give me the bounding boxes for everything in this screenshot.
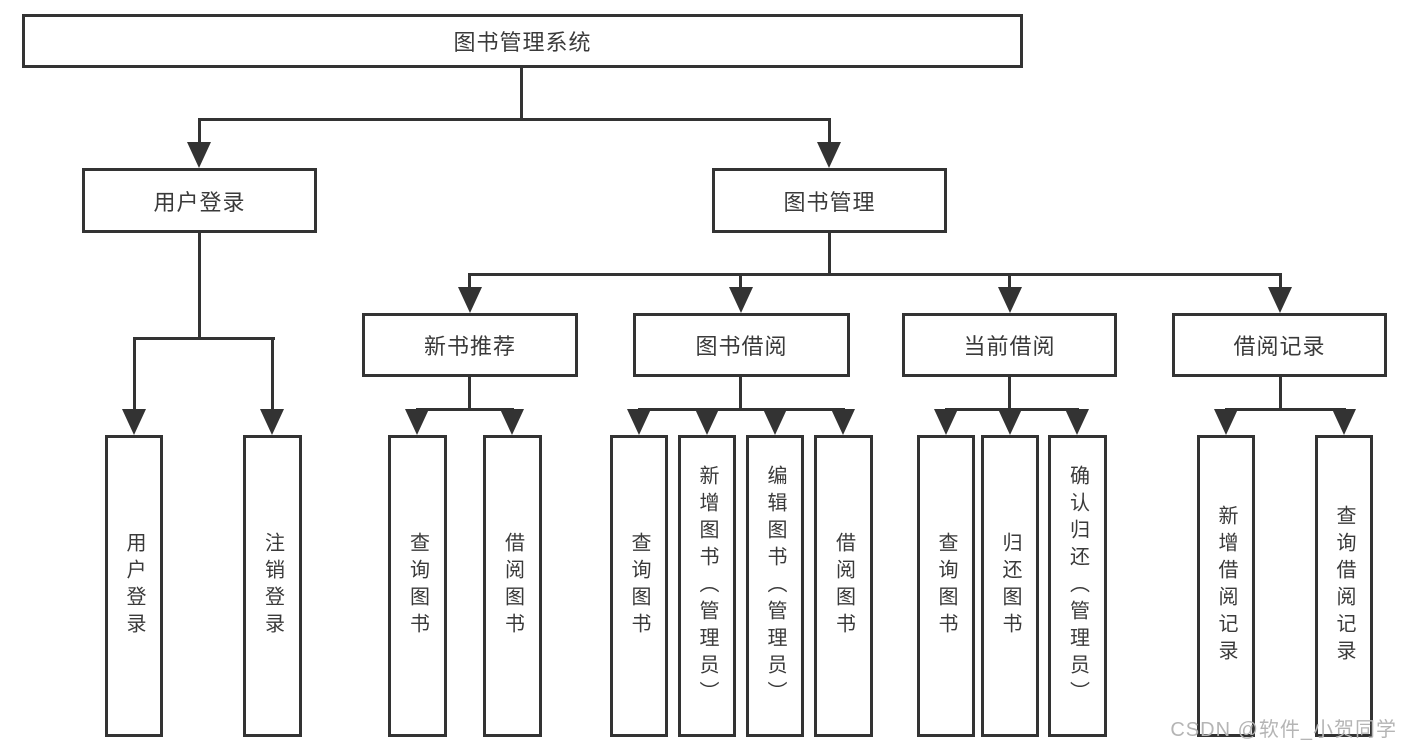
leaf-add-book-admin-label: 新增图书（管理员）: [696, 464, 718, 708]
arrow-down-icon: [934, 409, 958, 435]
node-new-book-recommend-label: 新书推荐: [423, 334, 516, 359]
leaf-query-books-current: 查询图书: [917, 435, 975, 737]
leaf-logout-label: 注销登录: [261, 532, 284, 640]
node-current-borrow-label: 当前借阅: [963, 334, 1056, 359]
connector-line: [468, 377, 471, 411]
arrow-down-icon: [1214, 409, 1238, 435]
connector-line: [271, 337, 274, 413]
node-book-management: 图书管理: [712, 168, 947, 233]
leaf-user-login-label: 用户登录: [123, 532, 145, 640]
node-root: 图书管理系统: [22, 14, 1023, 68]
arrow-down-icon: [1065, 409, 1089, 435]
leaf-edit-book-admin-label: 编辑图书（管理员）: [764, 464, 786, 708]
node-current-borrow: 当前借阅: [902, 313, 1117, 377]
connector-line: [1225, 408, 1346, 411]
leaf-confirm-return-admin-label: 确认归还（管理员）: [1066, 464, 1089, 708]
connector-line: [1008, 273, 1011, 293]
arrow-down-icon: [627, 409, 651, 435]
connector-line: [739, 273, 742, 293]
connector-line: [828, 118, 831, 150]
leaf-query-books-borrow-label: 查询图书: [628, 532, 650, 640]
connector-line: [468, 273, 471, 293]
arrow-down-icon: [998, 287, 1022, 313]
connector-line: [133, 337, 136, 413]
connector-line: [638, 408, 845, 411]
connector-line: [520, 68, 523, 120]
leaf-add-borrow-record: 新增借阅记录: [1197, 435, 1255, 737]
leaf-borrow-books-recommend: 借阅图书: [483, 435, 542, 737]
connector-line: [198, 233, 201, 340]
connector-line: [198, 118, 201, 150]
arrow-down-icon: [998, 409, 1022, 435]
leaf-query-books-borrow: 查询图书: [610, 435, 668, 737]
node-root-label: 图书管理系统: [453, 30, 592, 55]
leaf-edit-book-admin: 编辑图书（管理员）: [746, 435, 804, 737]
leaf-query-books-recommend-label: 查询图书: [406, 532, 429, 640]
arrow-down-icon: [763, 409, 787, 435]
arrow-down-icon: [817, 142, 841, 168]
arrow-down-icon: [122, 409, 146, 435]
leaf-add-borrow-record-label: 新增借阅记录: [1215, 505, 1237, 667]
arrow-down-icon: [695, 409, 719, 435]
leaf-query-books-current-label: 查询图书: [935, 532, 957, 640]
arrow-down-icon: [729, 287, 753, 313]
connector-line: [1008, 377, 1011, 411]
node-book-borrow-label: 图书借阅: [695, 334, 788, 359]
node-borrow-records-label: 借阅记录: [1233, 334, 1326, 359]
node-borrow-records: 借阅记录: [1172, 313, 1387, 377]
connector-line: [469, 273, 1282, 276]
node-book-management-label: 图书管理: [783, 189, 876, 215]
connector-line: [416, 408, 514, 411]
leaf-confirm-return-admin: 确认归还（管理员）: [1048, 435, 1107, 737]
node-user-login-label: 用户登录: [153, 189, 246, 215]
watermark: CSDN @软件_小贺同学: [1170, 719, 1397, 741]
arrow-down-icon: [187, 142, 211, 168]
leaf-logout: 注销登录: [243, 435, 302, 737]
connector-line: [828, 233, 831, 276]
arrow-down-icon: [458, 287, 482, 313]
node-book-borrow: 图书借阅: [633, 313, 850, 377]
arrow-down-icon: [1268, 287, 1292, 313]
connector-line: [1279, 273, 1282, 293]
leaf-query-books-recommend: 查询图书: [388, 435, 447, 737]
leaf-borrow-books-recommend-label: 借阅图书: [501, 532, 524, 640]
arrow-down-icon: [500, 409, 524, 435]
arrow-down-icon: [1332, 409, 1356, 435]
arrow-down-icon: [405, 409, 429, 435]
connector-line: [198, 118, 831, 121]
connector-line: [133, 337, 275, 340]
leaf-borrow-books-label: 借阅图书: [832, 532, 855, 640]
connector-line: [739, 377, 742, 411]
leaf-query-borrow-record-label: 查询借阅记录: [1333, 505, 1355, 667]
leaf-user-login: 用户登录: [105, 435, 163, 737]
leaf-add-book-admin: 新增图书（管理员）: [678, 435, 736, 737]
leaf-return-book: 归还图书: [981, 435, 1039, 737]
arrow-down-icon: [831, 409, 855, 435]
leaf-return-book-label: 归还图书: [999, 532, 1021, 640]
leaf-query-borrow-record: 查询借阅记录: [1315, 435, 1373, 737]
node-new-book-recommend: 新书推荐: [362, 313, 578, 377]
connector-line: [1279, 377, 1282, 411]
leaf-borrow-books: 借阅图书: [814, 435, 873, 737]
node-user-login: 用户登录: [82, 168, 317, 233]
arrow-down-icon: [260, 409, 284, 435]
